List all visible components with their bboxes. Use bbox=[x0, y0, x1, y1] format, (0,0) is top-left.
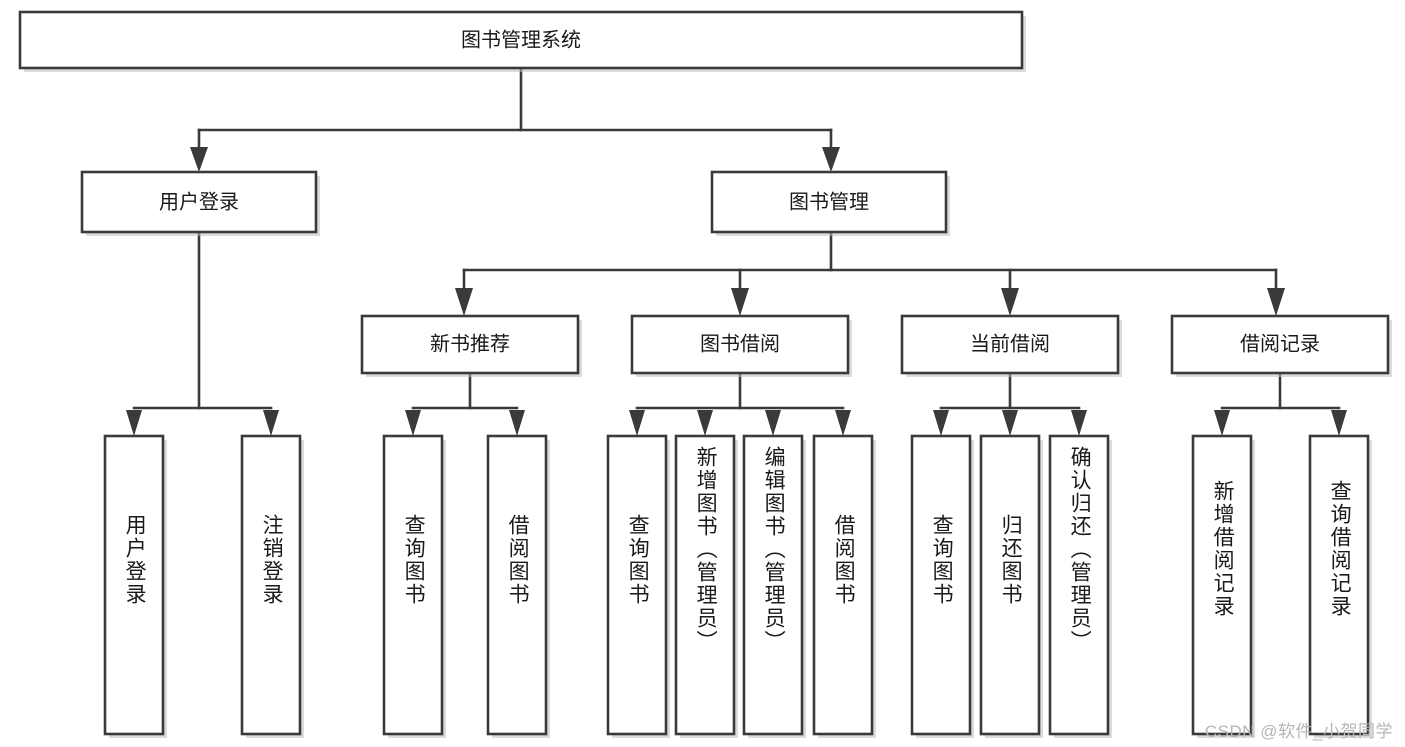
node-leaf-query-book-a[interactable] bbox=[382, 434, 446, 738]
node-book-management-label: 图书管理 bbox=[789, 190, 869, 213]
node-leaf-confirm-return-admin[interactable] bbox=[1048, 434, 1112, 738]
arrowhead-root-to-book-mgmt bbox=[822, 147, 840, 172]
connector-group-borrow bbox=[629, 371, 851, 436]
node-current-borrow[interactable]: 当前借阅 bbox=[900, 314, 1122, 377]
node-new-book-recommend-label: 新书推荐 bbox=[430, 332, 510, 355]
node-leaf-edit-book-admin[interactable] bbox=[742, 434, 806, 738]
node-leaf-borrow-book-a[interactable] bbox=[486, 434, 550, 738]
node-borrow-records-label: 借阅记录 bbox=[1240, 332, 1320, 355]
arrowhead-current-borrow-leaf-2 bbox=[1071, 410, 1087, 436]
node-borrow-records-box[interactable] bbox=[1170, 314, 1390, 375]
arrowhead-records-leaf-0 bbox=[1214, 410, 1230, 436]
node-leaf-5-box[interactable] bbox=[674, 434, 736, 736]
node-leaf-2-box[interactable] bbox=[382, 434, 444, 736]
node-user-login-label: 用户登录 bbox=[159, 190, 239, 213]
node-leaf-10-box[interactable] bbox=[1048, 434, 1110, 736]
node-root-label: 图书管理系统 bbox=[461, 28, 581, 51]
node-book-management-box[interactable] bbox=[710, 170, 948, 234]
arrowhead-user-login-leaf-1 bbox=[263, 410, 279, 436]
arrowhead-current-borrow-leaf-1 bbox=[1002, 410, 1018, 436]
arrowhead-book-mgmt-to-borrow bbox=[731, 288, 749, 316]
node-leaf-borrow-book-b[interactable] bbox=[812, 434, 876, 738]
arrowhead-new-book-leaf-1 bbox=[509, 410, 525, 436]
node-book-management[interactable]: 图书管理 bbox=[710, 170, 950, 236]
node-leaf-3-box[interactable] bbox=[486, 434, 548, 736]
arrowhead-records-leaf-1 bbox=[1331, 410, 1347, 436]
node-leaf-logout[interactable] bbox=[240, 434, 304, 738]
node-book-borrow-box[interactable] bbox=[630, 314, 850, 375]
node-book-borrow[interactable]: 图书借阅 bbox=[630, 314, 852, 377]
connector-group-new-book bbox=[405, 371, 525, 436]
connector-group-root bbox=[190, 66, 840, 172]
node-leaf-8-box[interactable] bbox=[910, 434, 972, 736]
arrowhead-book-mgmt-to-new-book bbox=[455, 288, 473, 316]
node-new-book-recommend-box[interactable] bbox=[360, 314, 580, 375]
arrowhead-current-borrow-leaf-0 bbox=[933, 410, 949, 436]
arrowhead-user-login-leaf-0 bbox=[126, 410, 142, 436]
node-current-borrow-box[interactable] bbox=[900, 314, 1120, 375]
arrowhead-borrow-leaf-3 bbox=[835, 410, 851, 436]
arrowhead-new-book-leaf-0 bbox=[405, 410, 421, 436]
node-leaf-user-login[interactable] bbox=[103, 434, 167, 738]
node-leaf-12-box[interactable] bbox=[1308, 434, 1370, 736]
arrowhead-root-to-user-login bbox=[190, 147, 208, 172]
arrowhead-borrow-leaf-2 bbox=[765, 410, 781, 436]
connector-group-records bbox=[1214, 371, 1347, 436]
node-leaf-7-box[interactable] bbox=[812, 434, 874, 736]
node-current-borrow-label: 当前借阅 bbox=[970, 332, 1050, 355]
arrowhead-borrow-leaf-0 bbox=[629, 410, 645, 436]
node-user-login[interactable]: 用户登录 bbox=[80, 170, 320, 236]
node-leaf-query-book-c[interactable] bbox=[910, 434, 974, 738]
node-leaf-1-box[interactable] bbox=[240, 434, 302, 736]
node-leaf-4-box[interactable] bbox=[606, 434, 668, 736]
node-leaf-6-box[interactable] bbox=[742, 434, 804, 736]
node-user-login-box[interactable] bbox=[80, 170, 318, 234]
node-leaf-11-box[interactable] bbox=[1191, 434, 1253, 736]
node-new-book-recommend[interactable]: 新书推荐 bbox=[360, 314, 582, 377]
node-root[interactable]: 图书管理系统 bbox=[18, 10, 1026, 72]
node-root-box[interactable] bbox=[18, 10, 1024, 70]
arrowhead-borrow-leaf-1 bbox=[697, 410, 713, 436]
node-leaf-query-book-b[interactable] bbox=[606, 434, 670, 738]
connector-group-user-login bbox=[126, 230, 279, 436]
connector-group-book-mgmt bbox=[455, 230, 1285, 316]
node-leaf-9-box[interactable] bbox=[979, 434, 1041, 736]
node-leaf-add-book-admin[interactable] bbox=[674, 434, 738, 738]
connector-group-current-borrow bbox=[933, 371, 1087, 436]
arrowhead-book-mgmt-to-records bbox=[1267, 288, 1285, 316]
node-leaf-0-box[interactable] bbox=[103, 434, 165, 736]
arrowhead-book-mgmt-to-current bbox=[1001, 288, 1019, 316]
node-leaf-return-book[interactable] bbox=[979, 434, 1043, 738]
node-borrow-records[interactable]: 借阅记录 bbox=[1170, 314, 1392, 377]
node-book-borrow-label: 图书借阅 bbox=[700, 332, 780, 355]
node-leaf-add-record[interactable] bbox=[1191, 434, 1255, 738]
node-leaf-query-record[interactable] bbox=[1308, 434, 1372, 738]
